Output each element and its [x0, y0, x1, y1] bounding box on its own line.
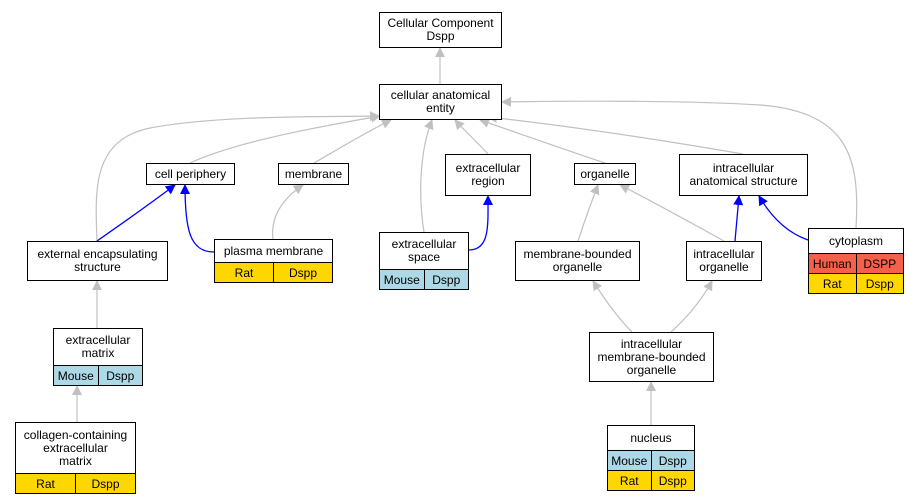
species-cell: Rat — [809, 274, 856, 293]
edge-plasma-membrane-to-membrane — [272, 184, 304, 240]
gene-cell: Dspp — [855, 274, 903, 293]
node-membrane[interactable]: membrane — [278, 163, 349, 185]
gene-cell: Dspp — [97, 366, 142, 385]
node-label: nucleus — [630, 430, 672, 445]
edge-intracellular-anatomical-structure-to-cae — [487, 113, 744, 155]
gene-cell: Dspp — [273, 263, 332, 282]
edge-layer — [72, 47, 858, 425]
species-cell: Mouse — [608, 451, 651, 470]
edge-plasma-membrane-to-cell-periphery — [180, 184, 215, 253]
gene-cell: DSPP — [855, 254, 903, 273]
edge-extracellular-space-to-extracellular-region — [468, 195, 494, 251]
edge-cell-periphery-to-cae — [189, 112, 381, 164]
node-label: cell periphery — [154, 166, 227, 181]
edge-extracellular-region-to-cae — [454, 119, 489, 155]
edge-intracellular-mbo-to-intracellular-organelle — [670, 280, 713, 333]
edge-organelle-to-cae — [479, 118, 606, 164]
edge-intracellular-mbo-to-membrane-bounded-organelle — [592, 280, 633, 333]
edge-intracellular-organelle-to-organelle — [619, 184, 725, 242]
edge-membrane-to-cae — [313, 119, 392, 164]
node-organelle[interactable]: organelle — [574, 163, 636, 185]
edge-external-encapsulating-structure-to-cell-periphery — [96, 184, 176, 242]
species-cell: Rat — [215, 263, 273, 282]
edge-cytoplasm-to-intracellular-anatomical-structure — [758, 195, 809, 241]
edge-intracellular-organelle-to-intracellular-anatomical-structure — [733, 195, 744, 242]
gene-cell: Dspp — [75, 474, 135, 493]
species-cell: Rat — [16, 474, 75, 493]
species-cell: Human — [809, 254, 856, 273]
gene-cell: Dspp — [423, 270, 468, 289]
node-label: plasma membrane — [223, 243, 324, 258]
node-label: cytoplasm — [828, 233, 884, 248]
gene-cell: Dspp — [650, 471, 694, 490]
node-label: organelle — [580, 166, 630, 181]
node-cell-periphery[interactable]: cell periphery — [146, 163, 235, 185]
species-cell: Rat — [608, 471, 651, 490]
edge-membrane-bounded-organelle-to-organelle — [577, 184, 600, 242]
species-cell: Mouse — [380, 270, 424, 289]
edge-extracellular-space-to-cae — [420, 119, 434, 233]
edge-external-encapsulating-structure-to-cae — [95, 111, 380, 242]
edge-cytoplasm-to-cae — [501, 96, 858, 229]
node-label: membrane — [284, 166, 343, 181]
species-cell: Mouse — [54, 366, 98, 385]
gene-cell: Dspp — [650, 451, 694, 470]
